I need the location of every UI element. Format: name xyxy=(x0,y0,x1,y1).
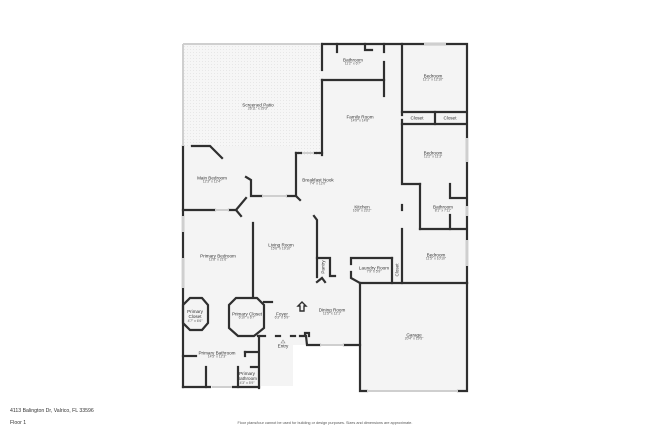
room-entry: Entry xyxy=(277,343,289,349)
room-closet-1: Closet xyxy=(410,115,424,121)
floor-fill xyxy=(183,44,467,391)
room-closet-3: Closet xyxy=(394,263,400,277)
floor-label: Floor 1 xyxy=(10,420,27,426)
windows xyxy=(182,43,468,392)
disclaimer-text: Floor plans/tour cannot be used for buil… xyxy=(237,421,413,425)
room-closet-2: Closet xyxy=(443,115,457,121)
address-label: 4113 Balington Dr, Valrico, FL 33596 xyxy=(10,408,94,414)
walls xyxy=(181,42,469,393)
room-pantry: Pantry xyxy=(320,260,326,274)
entry-marker-icon xyxy=(280,339,286,344)
